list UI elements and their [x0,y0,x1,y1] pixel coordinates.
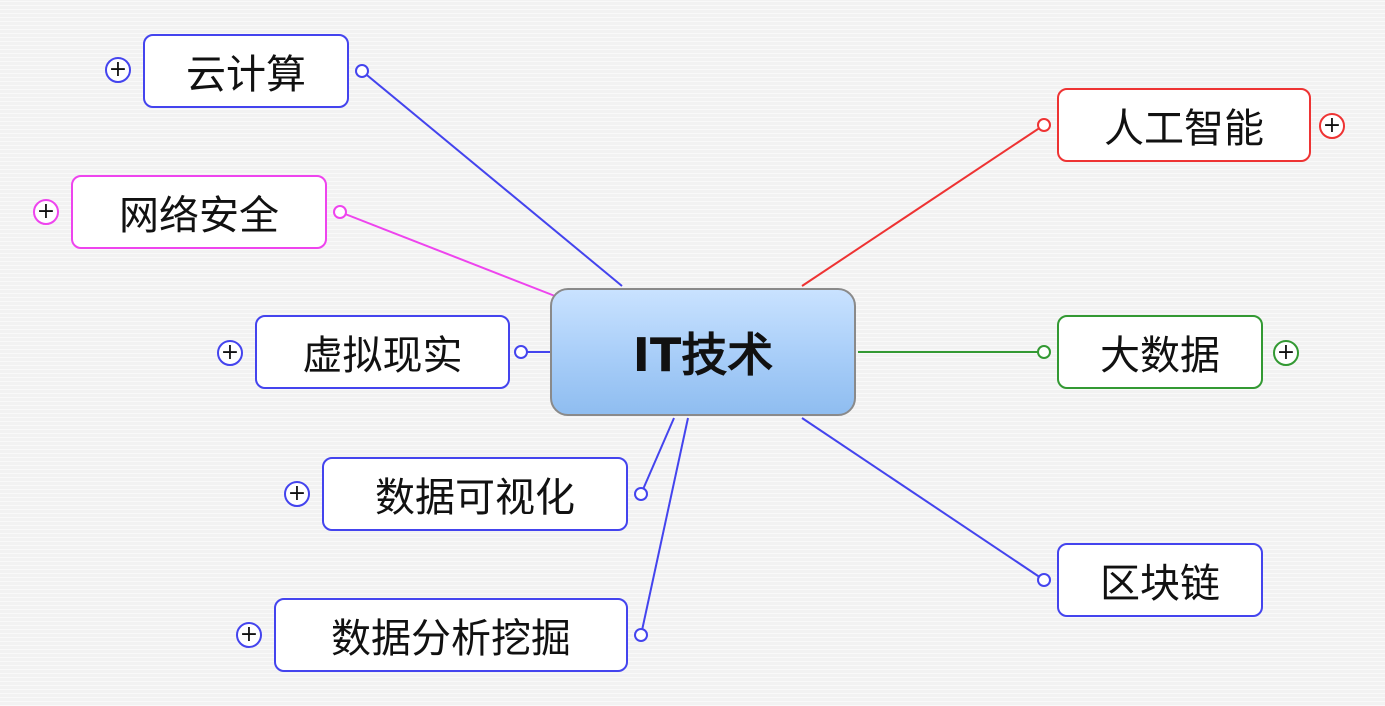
topic-cloud-computing[interactable]: 云计算 [143,34,349,108]
topic-artificial-intelligence[interactable]: 人工智能 [1057,88,1311,162]
topic-label: 人工智能 [1104,106,1264,152]
link-ai [801,124,1045,287]
topic-label: 虚拟现实 [302,333,463,379]
expand-network-security-button[interactable]: + [33,199,59,225]
plus-icon: + [239,622,259,647]
connector-handle [634,628,648,642]
expand-data-analysis-mining-button[interactable]: + [236,622,262,648]
connector-handle [1037,345,1051,359]
topic-label: 大数据 [1100,333,1220,379]
topic-big-data[interactable]: 大数据 [1057,315,1263,389]
topic-label: 数据可视化 [375,475,575,521]
plus-icon: + [287,481,307,506]
plus-icon: + [220,340,240,365]
expand-data-visualization-button[interactable]: + [284,481,310,507]
topic-label: 数据分析挖掘 [331,616,571,662]
connector-handle [355,64,369,78]
link-netsec [339,211,556,297]
plus-icon: + [1322,113,1342,138]
topic-network-security[interactable]: 网络安全 [71,175,327,249]
plus-icon: + [108,57,128,82]
plus-icon: + [1276,340,1296,365]
expand-artificial-intelligence-button[interactable]: + [1319,113,1345,139]
topic-label: 网络安全 [119,193,279,239]
link-dataviz [640,417,675,495]
connector-handle [634,487,648,501]
connector-handle [1037,573,1051,587]
topic-data-analysis-mining[interactable]: 数据分析挖掘 [274,598,628,672]
link-cloud [361,70,623,287]
topic-data-visualization[interactable]: 数据可视化 [322,457,628,531]
expand-big-data-button[interactable]: + [1273,340,1299,366]
topic-label: 云计算 [186,52,306,98]
topic-virtual-reality[interactable]: 虚拟现实 [255,315,510,389]
topic-blockchain[interactable]: 区块链 [1057,543,1263,617]
connector-handle [514,345,528,359]
link-datamining [640,417,689,636]
connector-handle [333,205,347,219]
plus-icon: + [36,199,56,224]
expand-cloud-computing-button[interactable]: + [105,57,131,83]
central-topic-it-tech[interactable]: IT技术 [550,288,856,416]
central-topic-label: IT技术 [632,328,774,382]
connector-handle [1037,118,1051,132]
topic-label: 区块链 [1100,561,1220,607]
expand-virtual-reality-button[interactable]: + [217,340,243,366]
link-blockchain [801,417,1045,581]
